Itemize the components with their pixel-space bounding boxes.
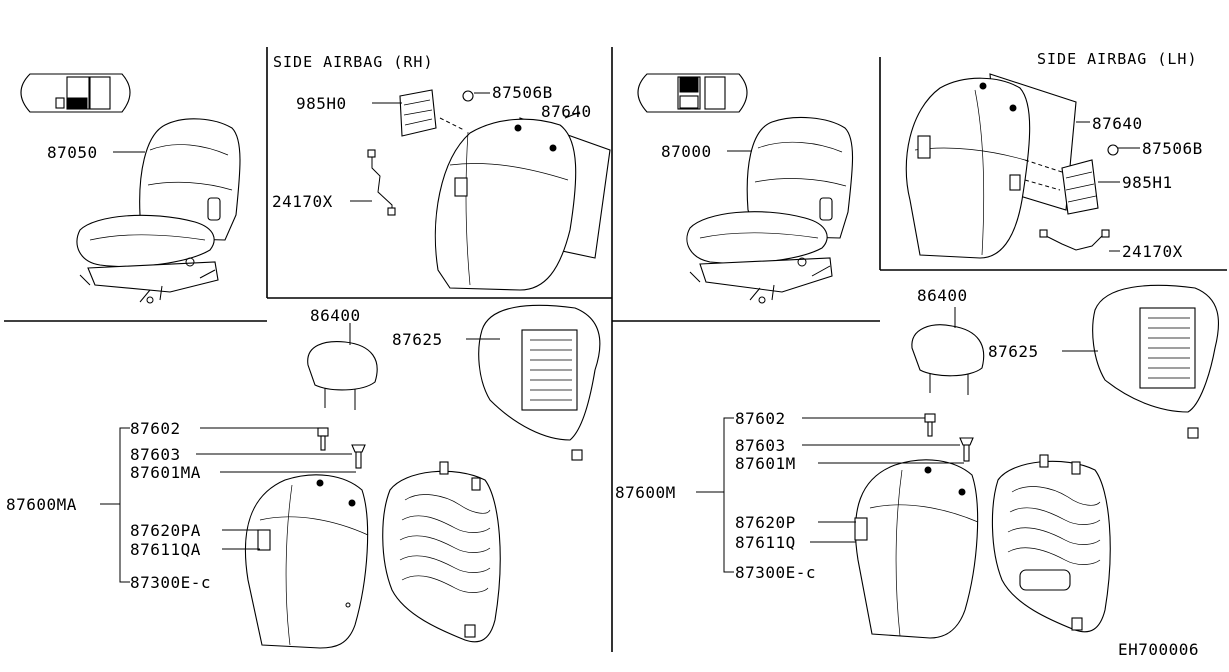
leader-lines	[100, 92, 1140, 583]
part-label-87506b-lh: 87506B	[1142, 139, 1203, 158]
headrest-lh	[911, 324, 985, 395]
seat-back-frame-rh	[382, 461, 501, 643]
part-label-24170x-rh: 24170X	[272, 192, 333, 211]
part-label-87620pa: 87620PA	[130, 521, 201, 540]
part-label-87625-rh: 87625	[392, 330, 443, 349]
seat-back-frame-lh	[991, 454, 1111, 633]
part-label-86400-rh: 86400	[310, 306, 361, 325]
airbag-harness-rh	[367, 149, 396, 216]
seat-back-pad-lh	[1092, 284, 1220, 439]
part-label-87300e-lh: 87300E-c	[735, 563, 816, 582]
part-label-87620p: 87620P	[735, 513, 796, 532]
part-label-87602-rh: 87602	[130, 419, 181, 438]
airbag-module-rh	[399, 89, 474, 137]
part-label-87625-lh: 87625	[988, 342, 1039, 361]
part-label-87600ma: 87600MA	[6, 495, 77, 514]
fasteners-lh	[924, 413, 974, 462]
part-label-87611q: 87611Q	[735, 533, 796, 552]
section-dividers	[4, 47, 1227, 652]
part-labels: 87050 87000 985H0 87506B 87640 24170X 87…	[6, 83, 1203, 592]
seat-back-with-airbag-rh	[434, 117, 611, 291]
part-label-87601m: 87601M	[735, 454, 796, 473]
part-label-87601ma: 87601MA	[130, 463, 201, 482]
part-label-87611qa: 87611QA	[130, 540, 201, 559]
seat-back-pad-rh	[478, 304, 601, 461]
fasteners-rh	[317, 427, 366, 469]
seat-back-trim-rh	[244, 474, 369, 649]
seat-assembly-drawing-rh	[76, 118, 241, 304]
part-label-87603-rh: 87603	[130, 445, 181, 464]
airbag-harness-lh	[1039, 229, 1110, 251]
part-label-985h1: 985H1	[1122, 173, 1173, 192]
vehicle-position-icon-rh	[20, 73, 131, 113]
part-label-87506b-rh: 87506B	[492, 83, 553, 102]
seat-back-trim-lh	[854, 459, 979, 639]
part-label-87600m: 87600M	[615, 483, 676, 502]
airbag-module-lh	[1061, 144, 1119, 215]
part-label-87050: 87050	[47, 143, 98, 162]
part-label-87603-lh: 87603	[735, 436, 786, 455]
headrest-rh	[307, 341, 378, 410]
part-label-87300e-rh: 87300E-c	[130, 573, 211, 592]
part-label-87602-lh: 87602	[735, 409, 786, 428]
diagram-id: EH700006	[1118, 640, 1199, 659]
part-label-87640-rh: 87640	[541, 102, 592, 121]
part-label-86400-lh: 86400	[917, 286, 968, 305]
section-titles: SIDE AIRBAG (RH) SIDE AIRBAG (LH)	[273, 50, 1198, 71]
section-title-rh: SIDE AIRBAG (RH)	[273, 53, 434, 71]
part-label-985h0: 985H0	[296, 94, 347, 113]
part-label-87640-lh: 87640	[1092, 114, 1143, 133]
vehicle-position-icon-lh	[637, 73, 748, 113]
part-label-87000: 87000	[661, 142, 712, 161]
part-label-24170x-lh: 24170X	[1122, 242, 1183, 261]
section-title-lh: SIDE AIRBAG (LH)	[1037, 50, 1198, 68]
seat-back-with-airbag-lh	[905, 73, 1077, 259]
seat-assembly-drawing-lh	[686, 117, 854, 304]
